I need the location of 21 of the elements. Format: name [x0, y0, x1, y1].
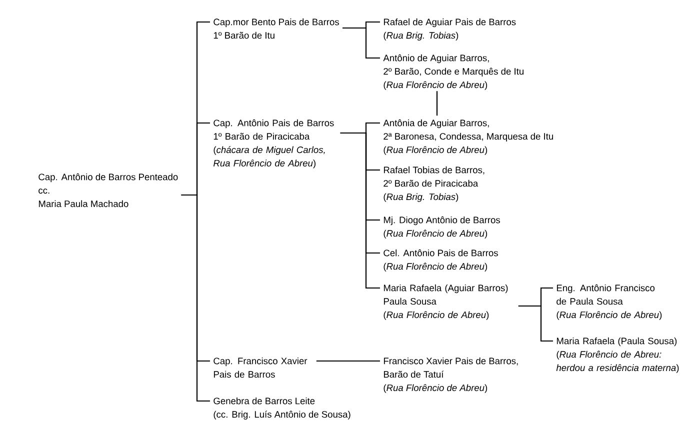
connector-line [340, 132, 380, 289]
connector-line [342, 27, 380, 59]
person-entry: Eng. Antônio Francisco de Paula Sousa (Rua Florêncio de Abreu) [556, 284, 662, 320]
person-entry: Cel. Antônio Pais de Barros (Rua Florêncio de Abreu) [384, 249, 498, 272]
person-entry: Antônio de Aguiar Barros, 2º Barão, Conde e Marquês de Itu (Rua Florêncio de Abreu) [383, 54, 524, 90]
person-entry: Mj. Diogo Antônio de Barros (Rua Florêncio de Abreu) [384, 216, 500, 238]
connector-line [181, 194, 210, 402]
person-entry: Rafael de Aguiar Pais de Barros (Rua Brig. Tobias) [384, 18, 516, 40]
person-entry: Cap. Antônio Pais de Barros 1º Barão de Piracicaba (chácara de Miguel Carlos, Rua Florêncio de Abreu) [213, 119, 334, 168]
person-entry: Cap.mor Bento Pais de Barros 1º Barão de Itu [214, 18, 339, 39]
person-entry: Maria Rafaela (Aguiar Barros) Paula Sousa (Rua Florêncio de Abreu) [384, 284, 508, 320]
connector-line [518, 305, 553, 342]
connector-line [436, 91, 438, 116]
person-entry: Genebra de Barros Leite (cc. Brig. Luís Antônio de Sousa) [214, 397, 350, 420]
person-entry: Francisco Xavier Pais de Barros, Barão de Tatuí (Rua Florêncio de Abreu) [384, 357, 518, 393]
person-entry: Antônia de Aguiar Barros, 2ª Baronesa, Condessa, Marquesa de Itu (Rua Florêncio de Abreu) [383, 119, 553, 155]
person-entry: Cap. Francisco Xavier Pais de Barros [214, 357, 308, 378]
person-entry: Rafael Tobias de Barros, 2º Barão de Piracicaba (Rua Brig. Tobias) [384, 166, 484, 202]
couple-entry: Cap. Antônio de Barros Penteado cc. Maria Paula Machado [38, 173, 178, 208]
connector-line [316, 360, 380, 362]
person-entry: Maria Rafaela (Paula Sousa) (Rua Florêncio de Abreu: herdou a residência materna) [556, 337, 679, 373]
